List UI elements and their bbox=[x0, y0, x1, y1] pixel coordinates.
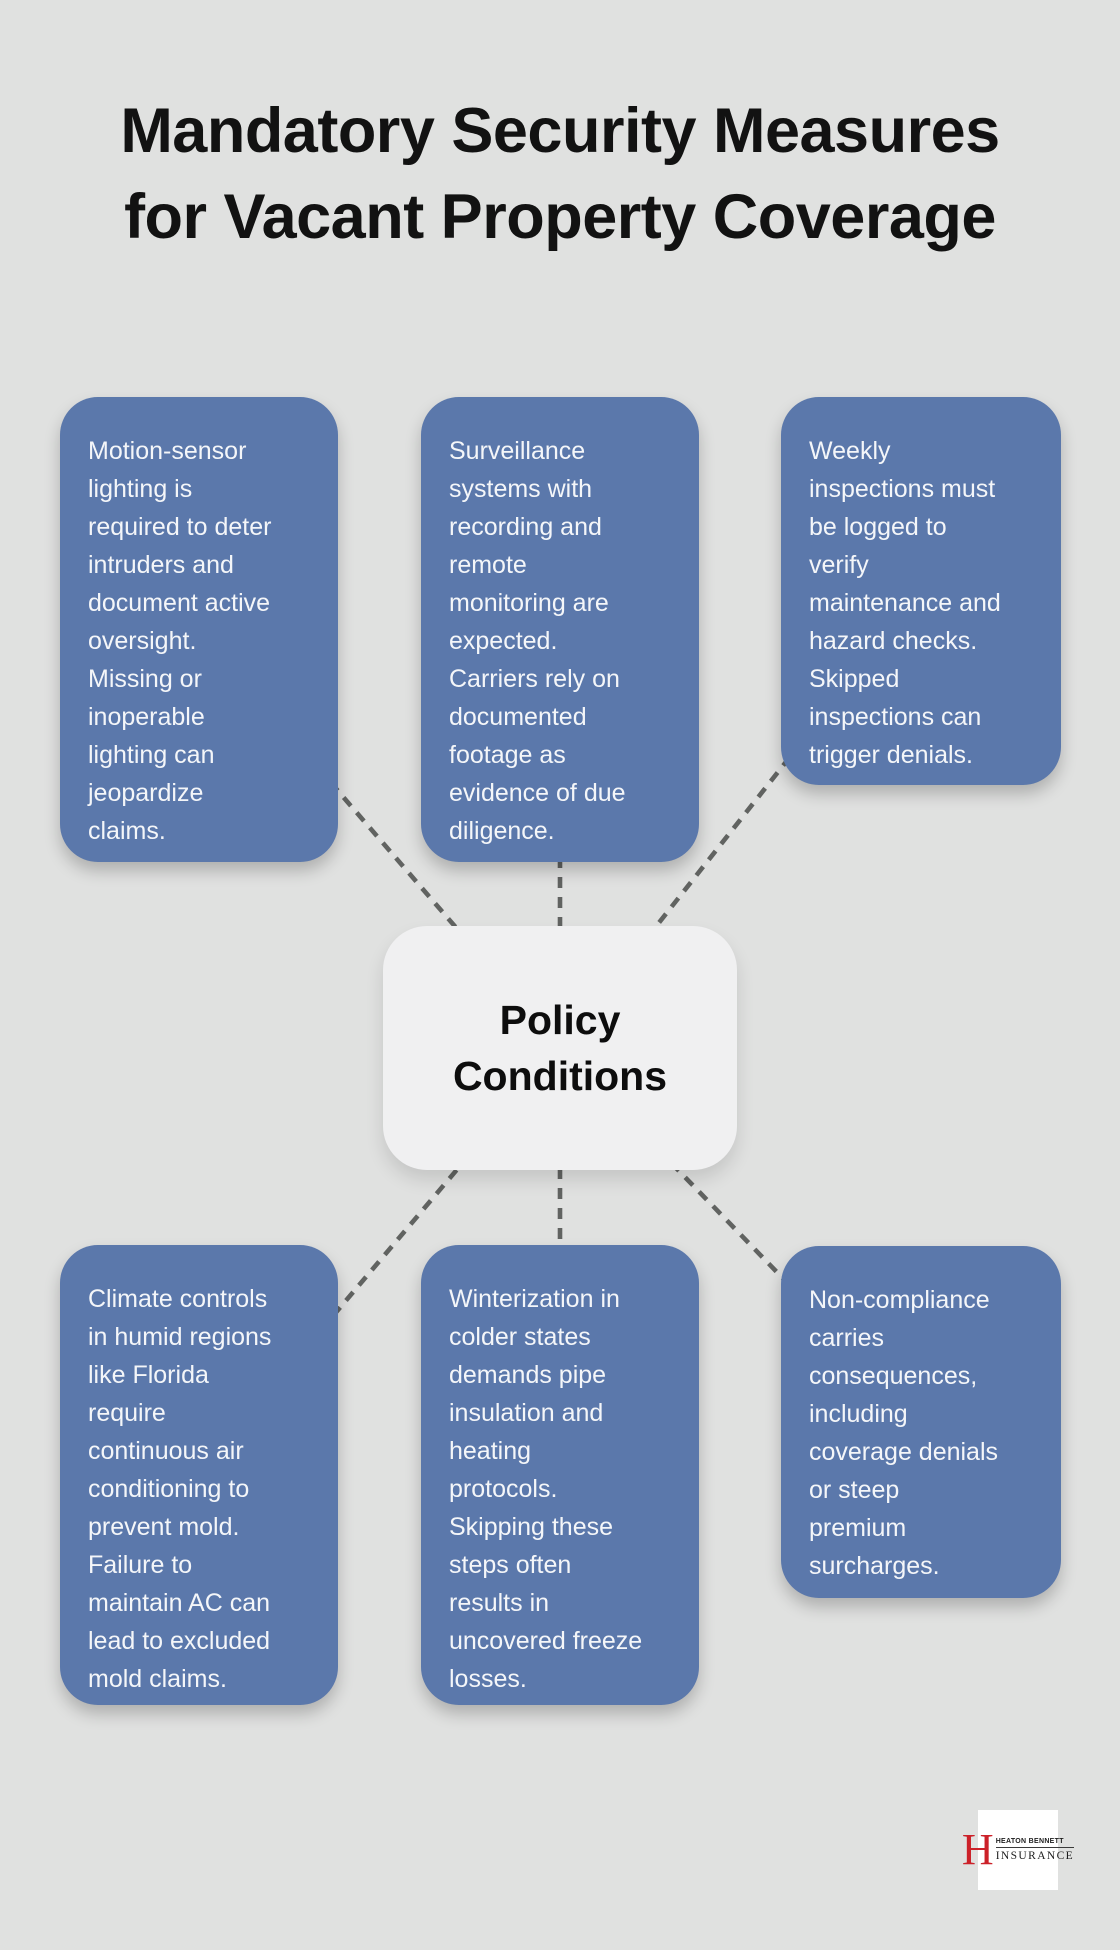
company-logo-inner: H HEATON BENNETT INSURANCE bbox=[961, 1825, 1075, 1874]
logo-text-block: HEATON BENNETT INSURANCE bbox=[995, 1838, 1075, 1862]
node-winterization: Winterization in colder states demands p… bbox=[421, 1245, 699, 1705]
page-title-line-2: for Vacant Property Coverage bbox=[124, 182, 996, 252]
node-surveillance-systems: Surveillance systems with recording and … bbox=[421, 397, 699, 862]
node-non-compliance: Non-compliance carries consequences, inc… bbox=[781, 1246, 1061, 1598]
page-title-line-1: Mandatory Security Measures bbox=[120, 96, 1000, 166]
page-title: Mandatory Security Measures for Vacant P… bbox=[0, 88, 1120, 260]
logo-company-name: HEATON BENNETT bbox=[995, 1838, 1075, 1848]
node-weekly-inspections: Weekly inspections must be logged to ver… bbox=[781, 397, 1061, 785]
node-motion-sensor-lighting: Motion-sensor lighting is required to de… bbox=[60, 397, 338, 862]
company-logo: H HEATON BENNETT INSURANCE bbox=[962, 1810, 1075, 1890]
logo-monogram: H bbox=[961, 1825, 994, 1874]
center-node-policy-conditions: Policy Conditions bbox=[383, 926, 737, 1170]
logo-tagline: INSURANCE bbox=[995, 1850, 1075, 1862]
node-climate-controls: Climate controls in humid regions like F… bbox=[60, 1245, 338, 1705]
